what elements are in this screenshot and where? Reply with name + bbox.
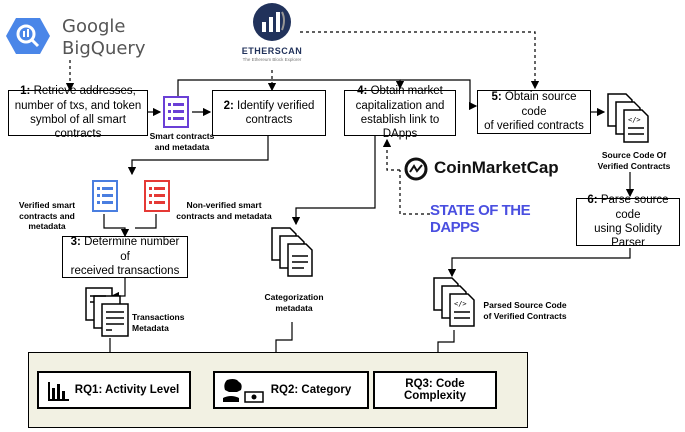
smart-contracts-label: Smart contracts and metadata — [149, 131, 215, 152]
coinmarketcap-logo-icon — [404, 157, 428, 181]
research-questions-panel: RQ1: Activity Level RQ2: Category RQ3: C… — [28, 352, 528, 428]
contracts-to-step4-arrow — [177, 79, 405, 96]
step-5-number: 5: — [491, 91, 502, 104]
list-document-icon — [163, 96, 189, 128]
step-3-text: Determine number of received transaction… — [70, 236, 180, 278]
bigquery-logo: Google BigQuery — [6, 14, 145, 60]
step-2-number: 2: — [223, 99, 234, 112]
bigquery-title-line1: Google — [62, 16, 126, 37]
etherscan-logo-icon — [253, 3, 291, 41]
step-2-box: 2: Identify verified contracts — [212, 90, 326, 136]
etherscan-to-step5-arrow — [300, 31, 540, 90]
non-verified-label: Non-verified smart contracts and metadat… — [176, 200, 272, 221]
bigquery-logo-icon — [6, 18, 50, 54]
categorization-document-stack-icon — [271, 227, 313, 277]
stateofdapps-to-step4-line — [399, 170, 430, 215]
gamepad-icon — [223, 379, 264, 403]
etherscan-logo: ETHERSCAN The Ethereum Block Explorer — [232, 2, 312, 68]
coinmarketcap-to-step4-arrow — [382, 138, 400, 171]
bigquery-title-line2: BigQuery — [62, 38, 146, 59]
svg-text:</>: </> — [628, 116, 641, 124]
step-6-box: 6: Parse source code using Solidity Pars… — [576, 194, 680, 249]
categorization-label: Categorization metadata — [264, 292, 324, 313]
contracts-to-step5-arrow — [400, 79, 478, 111]
transactions-document-stack-icon — [85, 287, 129, 337]
rq3-label: RQ3: Code Complexity — [404, 378, 466, 402]
step-3-number: 3: — [70, 236, 81, 249]
svg-text:</>: </> — [454, 300, 467, 308]
step-1-number: 1: — [20, 85, 31, 98]
rq2-box: RQ2: Category — [213, 371, 369, 409]
source-code-document-stack-icon: </> — [607, 93, 649, 143]
parsed-label: Parsed Source Code of Verified Contracts — [483, 300, 567, 321]
transactions-label: Transactions Metadata — [132, 312, 185, 333]
step-1-box: 1: Retrieve addresses, number of txs, an… — [8, 85, 148, 140]
coinmarketcap-logo: CoinMarketCap — [404, 156, 564, 182]
rq1-box: RQ1: Activity Level — [37, 371, 191, 409]
verified-label: Verified smart contracts and metadata — [18, 200, 76, 232]
coinmarketcap-title: CoinMarketCap — [434, 158, 559, 177]
etherscan-title: ETHERSCAN — [241, 46, 303, 56]
etherscan-tagline: The Ethereum Block Explorer — [242, 57, 302, 62]
verified-list-icon — [92, 180, 118, 212]
stateofthedapps-title: STATE OF THE DAPPS — [430, 202, 531, 236]
bar-chart-icon — [48, 382, 69, 401]
step-6-text: Parse source code using Solidity Parser — [594, 194, 669, 250]
verified-to-step3-arrow — [103, 214, 130, 238]
source-code-label: Source Code Of Verified Contracts — [597, 150, 671, 171]
stateofthedapps-logo: STATE OF THE DAPPS — [430, 202, 556, 236]
non-verified-list-icon — [144, 180, 170, 212]
step-5-box: 5: Obtain source code of verified contra… — [477, 90, 591, 134]
step-2-text: Identify verified contracts — [237, 99, 315, 126]
parsed-document-stack-icon: </> — [433, 277, 475, 327]
step2-to-verified-arrow — [127, 136, 269, 176]
step-4-number: 4: — [357, 85, 368, 98]
nonverified-to-step3-line — [135, 214, 157, 229]
step-3-box: 3: Determine number of received transact… — [62, 236, 188, 278]
step-4-text: Obtain market capitalization and establi… — [355, 85, 445, 141]
step-6-number: 6: — [587, 194, 598, 207]
step-5-text: Obtain source code of verified contracts — [484, 91, 584, 133]
step-4-box: 4: Obtain market capitalization and esta… — [344, 85, 456, 140]
step4-to-categorization-arrow — [291, 134, 376, 226]
step-1-text: Retrieve addresses, number of txs, and t… — [14, 85, 142, 141]
rq3-box: RQ3: Code Complexity — [373, 371, 497, 409]
rq2-label: RQ2: Category — [270, 384, 352, 396]
step6-to-parsed-arrow — [447, 248, 631, 278]
rq1-label: RQ1: Activity Level — [74, 384, 180, 396]
